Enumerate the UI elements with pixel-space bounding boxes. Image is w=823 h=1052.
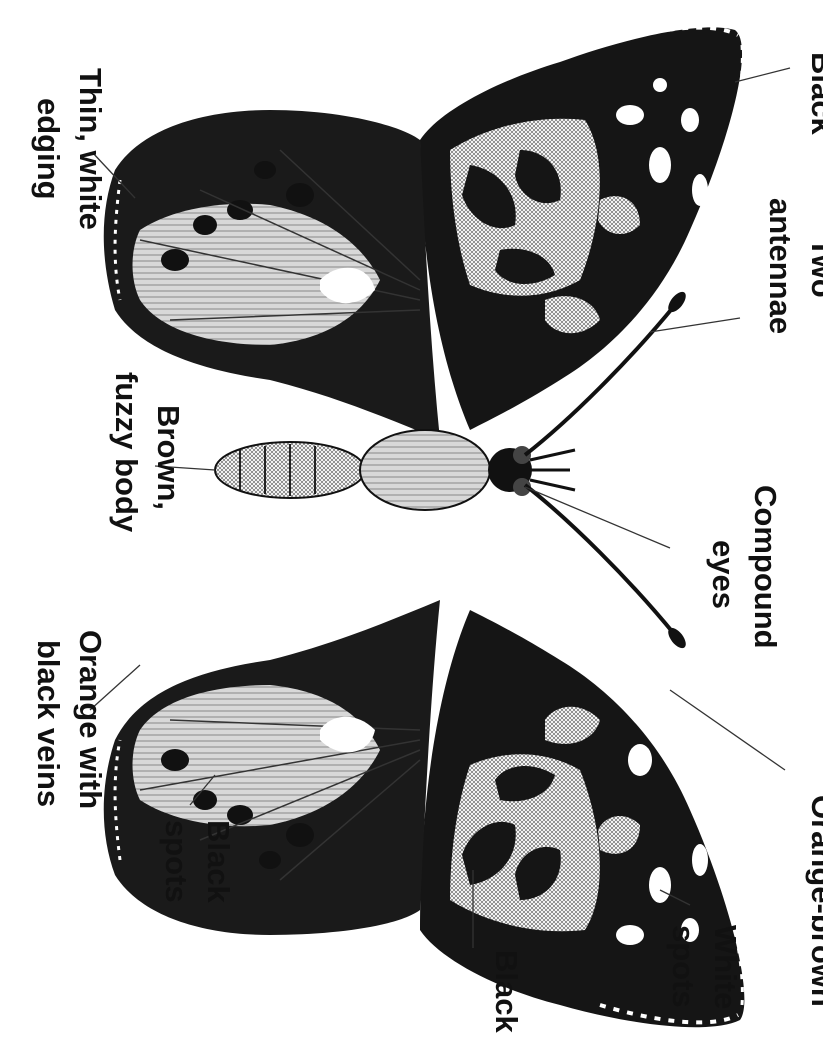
white-spot	[649, 147, 671, 183]
hindwing-top	[104, 110, 440, 440]
forewing-top	[420, 27, 742, 430]
black-spot	[259, 851, 281, 869]
black-spot	[227, 200, 253, 220]
label-compound-eyes-line2: eyes	[706, 540, 741, 609]
label-orange-veins-line2: black veins	[31, 640, 66, 807]
white-spot	[692, 844, 708, 876]
white-spot	[616, 105, 644, 125]
hindwing-bottom	[104, 600, 440, 935]
label-white-spots-line1: White	[708, 925, 743, 1009]
black-spot	[286, 823, 314, 847]
white-spot	[692, 174, 708, 206]
leader-black-top	[735, 68, 790, 82]
label-orange-brown-text: Orange-brown	[805, 795, 823, 1007]
label-brown-body-2: fuzzy body	[109, 372, 144, 533]
label-compound-eyes: Compound	[748, 485, 783, 649]
white-spot	[649, 867, 671, 903]
label-white-spots-2: spots	[666, 925, 701, 1008]
label-two-antennae: Two	[805, 238, 823, 298]
label-black-spots-line1: Black	[201, 820, 236, 903]
black-spot	[286, 183, 314, 207]
label-black-spots-2: spots	[159, 820, 194, 903]
leader-eyes	[525, 487, 670, 548]
label-black-top-text: Black	[805, 52, 823, 135]
black-spot	[193, 215, 217, 235]
label-orange-brown: Orange-brown	[805, 795, 823, 1007]
label-black-spots: Black	[201, 820, 236, 903]
label-orange-veins-2: black veins	[31, 640, 66, 807]
label-white-spots-line2: spots	[666, 925, 701, 1008]
leader-orange-brown	[670, 690, 785, 770]
label-orange-veins-line1: Orange with	[73, 630, 108, 809]
label-black-top: Black	[805, 52, 823, 135]
label-white-edging: Thin, white	[73, 68, 108, 230]
label-black-bottom-text: Black	[489, 950, 524, 1033]
label-compound-eyes-2: eyes	[706, 540, 741, 609]
black-spot	[254, 161, 276, 179]
butterfly-body	[215, 430, 575, 510]
label-black-spots-line2: spots	[159, 820, 194, 903]
label-two-antennae-2: antennae	[763, 198, 798, 334]
black-spot	[193, 790, 217, 810]
label-black-bottom: Black	[489, 950, 524, 1033]
white-spot	[628, 744, 652, 776]
label-brown-body-line1: Brown,	[151, 405, 186, 510]
label-white-edging-line1: Thin, white	[73, 68, 108, 230]
label-compound-eyes-line1: Compound	[748, 485, 783, 649]
butterfly-illustration	[104, 27, 745, 1027]
label-white-edging-line2: edging	[31, 98, 66, 200]
label-white-spots: White	[708, 925, 743, 1009]
label-white-edging-2: edging	[31, 98, 66, 200]
black-spot	[161, 249, 189, 271]
white-spot	[616, 925, 644, 945]
compound-eye	[513, 446, 531, 464]
label-brown-body-line2: fuzzy body	[109, 372, 144, 533]
white-spot	[681, 108, 699, 132]
black-spot	[161, 749, 189, 771]
white-spot	[653, 78, 667, 92]
label-orange-veins: Orange with	[73, 630, 108, 809]
label-brown-body: Brown,	[151, 405, 186, 510]
label-two-antennae-line2: antennae	[763, 198, 798, 334]
label-two-antennae-line1: Two	[805, 238, 823, 298]
